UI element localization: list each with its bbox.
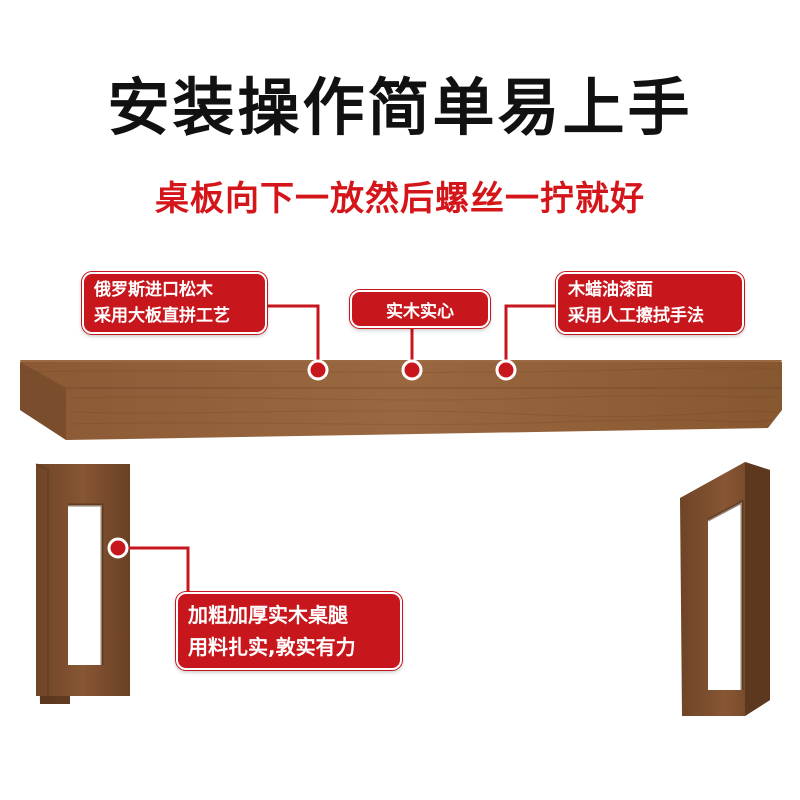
marker-solid <box>401 359 423 381</box>
callout-solid-line1: 实木实心 <box>386 301 454 322</box>
marker-pine <box>307 359 329 381</box>
leader-legs <box>118 546 190 594</box>
marker-legs <box>107 537 129 559</box>
callout-pine-line1: 俄罗斯进口松木 <box>94 280 213 300</box>
callout-wax-line2: 采用人工擦拭手法 <box>568 306 704 326</box>
callout-legs-line1: 加粗加厚实木桌腿 <box>188 603 348 627</box>
leader-wax <box>504 304 556 368</box>
callout-solid: 实木实心 <box>350 290 490 328</box>
subheadline: 桌板向下一放然后螺丝一拧就好 <box>155 179 645 219</box>
leader-lines <box>118 304 556 594</box>
leader-pine <box>267 304 320 368</box>
callout-legs-line2: 用料扎实,敦实有力 <box>188 635 356 659</box>
headline: 安装操作简单易上手 <box>107 71 693 144</box>
callout-wax: 木蜡油漆面 采用人工擦拭手法 <box>556 272 744 334</box>
right-leg <box>680 462 770 716</box>
callout-pine-line2: 采用大板直拼工艺 <box>94 306 230 326</box>
callout-wax-line1: 木蜡油漆面 <box>568 280 653 300</box>
right-leg-opening <box>708 502 742 690</box>
tabletop-front-edge <box>20 362 782 440</box>
markers <box>107 359 517 559</box>
callout-pine: 俄罗斯进口松木 采用大板直拼工艺 <box>82 272 267 334</box>
tabletop <box>20 360 782 440</box>
marker-wax <box>495 359 517 381</box>
left-leg-opening <box>68 505 102 665</box>
left-leg <box>35 463 130 704</box>
tabletop-left-bevel <box>20 362 66 440</box>
callout-legs: 加粗加厚实木桌腿 用料扎实,敦实有力 <box>176 592 402 670</box>
